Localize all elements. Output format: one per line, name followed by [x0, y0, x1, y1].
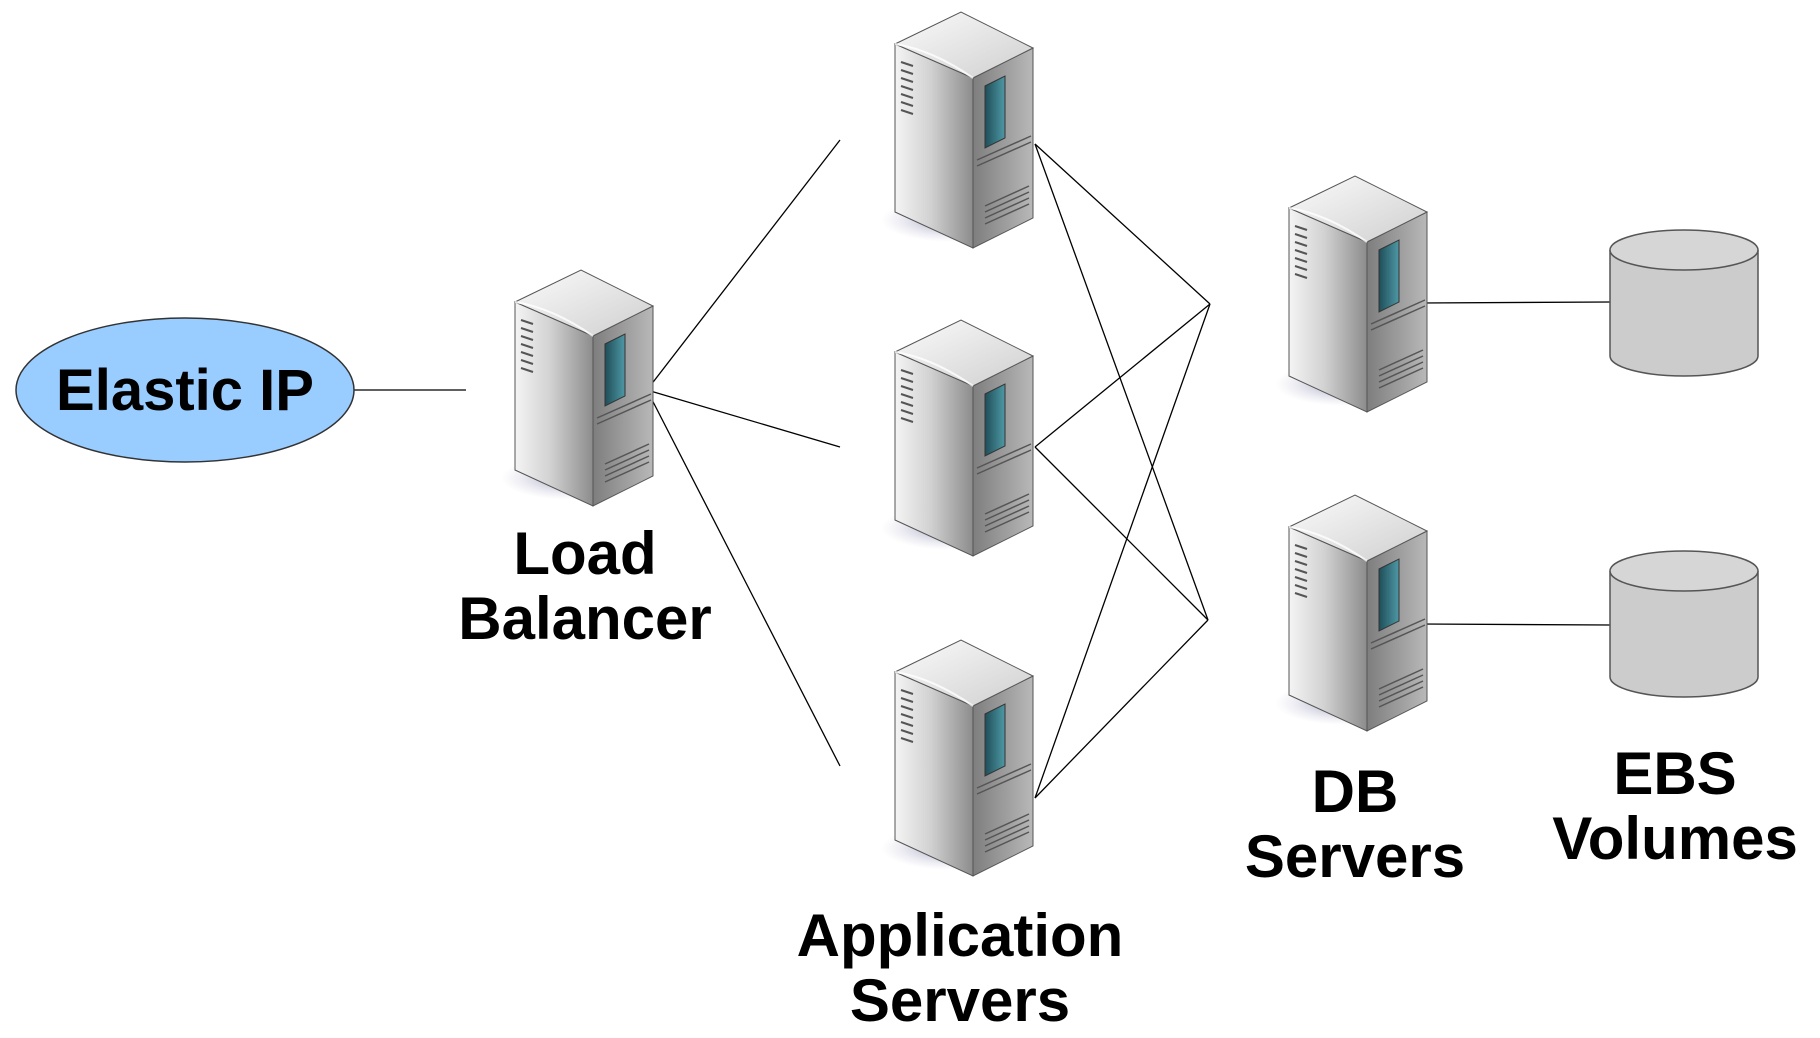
edge-db2-ebs2 — [1419, 623, 1611, 626]
ebs-volume-icon — [1609, 229, 1759, 377]
edge-db1-ebs1 — [1419, 301, 1611, 304]
edge-app2-db1 — [1034, 303, 1211, 448]
edge-app1-db2 — [1034, 143, 1209, 621]
elastic-ip-label: Elastic IP — [56, 358, 314, 423]
application-servers-label: Application Servers — [760, 902, 1160, 1034]
edge-lb-app3 — [646, 389, 841, 767]
ebs-volume-icon — [1609, 550, 1759, 698]
application-server-icon — [880, 319, 1034, 557]
edge-app1-db1 — [1034, 143, 1211, 305]
elastic-ip-node: Elastic IP — [15, 317, 355, 463]
load-balancer-label-line1: Load — [513, 520, 657, 587]
edge-app3-db2 — [1034, 619, 1209, 799]
ebs-volumes-label-line1: EBS — [1613, 740, 1737, 807]
connection-lines — [352, 139, 1611, 799]
edge-lb-app2 — [646, 389, 841, 448]
db-server-icon — [1274, 494, 1428, 732]
load-balancer-server-icon — [500, 269, 654, 507]
application-server-icon — [880, 11, 1034, 249]
load-balancer-label-line2: Balancer — [458, 584, 712, 652]
db-server-icon — [1274, 175, 1428, 413]
load-balancer-label: Load Balancer — [440, 520, 730, 652]
db-servers-label-line2: Servers — [1244, 822, 1466, 890]
application-servers-label-line1: Application — [796, 902, 1124, 969]
db-servers-label: DB Servers — [1210, 758, 1500, 890]
application-servers-label-line2: Servers — [849, 966, 1071, 1034]
edge-lb-app1 — [646, 139, 841, 391]
edge-app2-db2 — [1034, 446, 1209, 621]
db-servers-label-line1: DB — [1311, 758, 1399, 825]
edge-app3-db1 — [1034, 303, 1211, 799]
application-server-icon — [880, 639, 1034, 877]
ebs-volumes-label: EBS Volumes — [1530, 740, 1820, 872]
ebs-volumes-label-line2: Volumes — [1552, 804, 1798, 872]
